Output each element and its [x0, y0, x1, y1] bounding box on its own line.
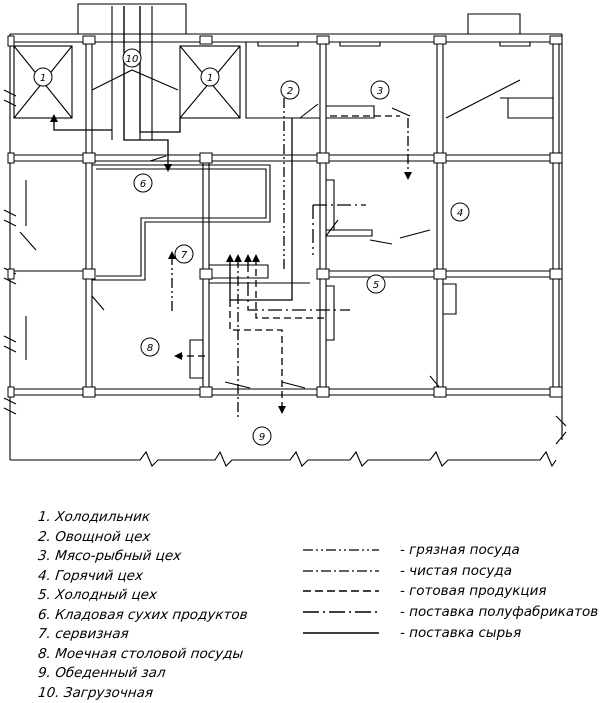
- flow-lines: [54, 6, 408, 420]
- legend-item: 10. Загрузочная: [37, 684, 249, 703]
- legend-item: 2. Овощной цех: [37, 528, 249, 548]
- line-key-label: - готовая продукция: [400, 583, 547, 599]
- room-marker-8: 8: [147, 343, 153, 354]
- legend-item: 8. Моечная столовой посуды: [37, 645, 249, 665]
- line-key-label: - поставка сырья: [400, 625, 521, 641]
- room-marker-1b: 1: [207, 73, 213, 84]
- legend-item: 7. сервизная: [37, 625, 249, 645]
- room-marker-1: 1: [40, 73, 46, 84]
- room-marker-2: 2: [287, 86, 293, 97]
- floor-plan: 1 10 1 2 3 6 4 7 5 8 9: [0, 0, 600, 500]
- legend-item: 1. Холодильник: [37, 508, 249, 528]
- line-key-label: - грязная посуда: [400, 542, 520, 558]
- room-marker-3: 3: [377, 86, 383, 97]
- legend-item: 5. Холодный цех: [37, 586, 249, 606]
- room-marker-10: 10: [126, 54, 139, 65]
- room-marker-7: 7: [181, 250, 188, 261]
- legend-item: 6. Кладовая сухих продуктов: [37, 606, 249, 626]
- room-marker-4: 4: [457, 208, 463, 219]
- room-legend: 1. Холодильник 2. Овощной цех 3. Мясо-ры…: [38, 508, 248, 703]
- line-key-label: - поставка полуфабрикатов: [400, 604, 598, 620]
- line-key-label: - чистая посуда: [400, 563, 512, 579]
- legend-item: 3. Мясо-рыбный цех: [37, 547, 249, 567]
- room-marker-5: 5: [373, 280, 379, 291]
- legend-item: 9. Обеденный зал: [37, 664, 249, 684]
- legend-item: 4. Горячий цех: [37, 567, 249, 587]
- room-markers: [34, 49, 469, 445]
- room-marker-6: 6: [140, 179, 146, 190]
- room-marker-9: 9: [259, 432, 265, 443]
